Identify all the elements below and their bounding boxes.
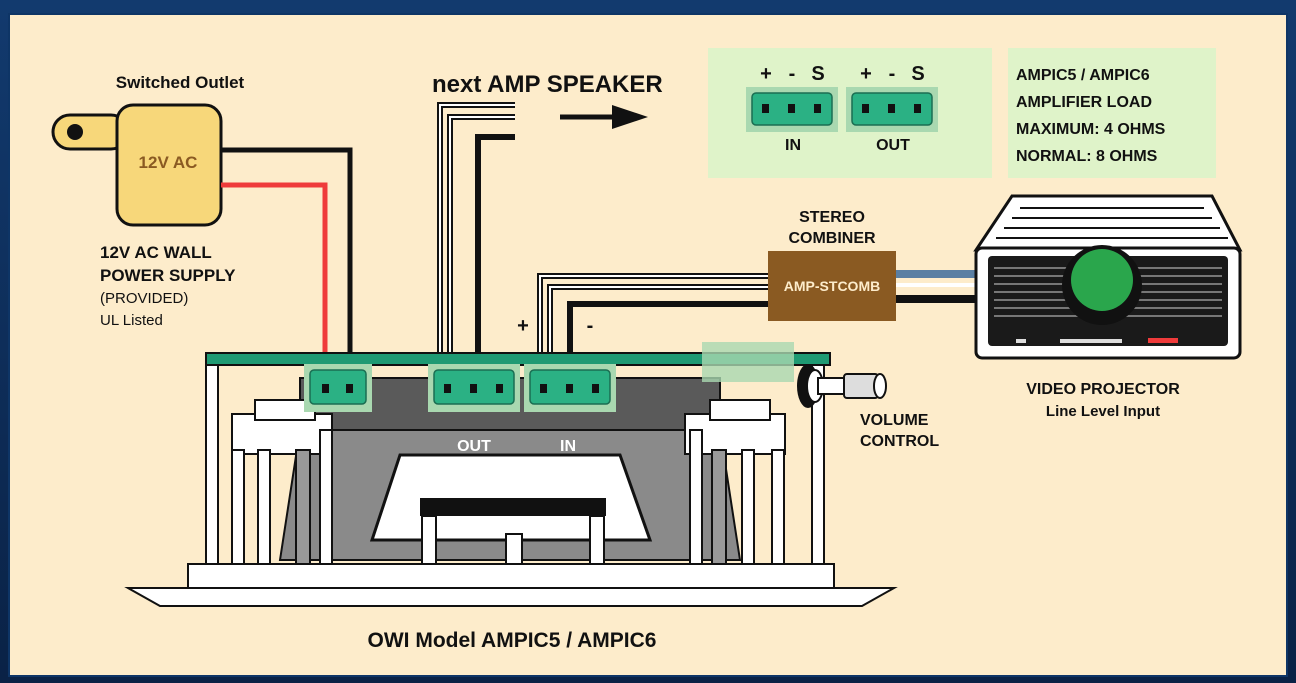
combiner-title-line2: COMBINER — [788, 230, 876, 247]
terminal-symbol-5: - — [889, 63, 896, 85]
power-wire-black — [221, 147, 353, 390]
board-highlight — [702, 342, 794, 382]
terminal-symbol-6: S — [911, 63, 924, 85]
power-adapter — [115, 103, 223, 227]
projector-top — [973, 194, 1243, 252]
right-clamp-top — [709, 399, 771, 421]
volume-knob-end — [873, 373, 887, 399]
combiner-wiring: AMP-STCOMB STEREO COMBINER + - — [517, 209, 980, 390]
next-arrow-head — [612, 105, 648, 129]
next-amp-speaker: next AMP SPEAKER — [432, 71, 663, 390]
volume-control[interactable] — [797, 364, 887, 408]
outlet-label: Switched Outlet — [116, 73, 245, 92]
load-info-line2: AMPLIFIER LOAD — [1016, 94, 1152, 111]
next-speaker-label: next AMP SPEAKER — [432, 71, 663, 98]
projector-lens — [1071, 249, 1133, 311]
bottom-post — [589, 515, 605, 567]
model-caption: OWI Model AMPIC5 / AMPIC6 — [368, 629, 657, 652]
right-post — [741, 449, 755, 569]
terminal-symbol-1: + — [760, 63, 772, 85]
legend-out-pin — [914, 104, 921, 113]
out-terminal-pin — [444, 384, 451, 393]
legend-out-label: OUT — [876, 137, 910, 154]
in-terminal-pin — [592, 384, 599, 393]
load-info-bg — [1008, 48, 1216, 178]
power-terminal-pin — [322, 384, 329, 393]
next-wire-black — [475, 134, 515, 390]
in-terminal-pin — [540, 384, 547, 393]
adapter-label: 12V AC — [139, 153, 198, 172]
projector-status-leds — [1060, 339, 1122, 343]
terminal-symbol-4: + — [860, 63, 872, 85]
legend-in-label: IN — [785, 137, 801, 154]
bottom-post — [505, 533, 523, 567]
stereo-combiner-box — [768, 251, 896, 321]
load-info-line3: MAXIMUM: 4 OHMS — [1016, 121, 1166, 138]
volume-label-line1: VOLUME — [860, 412, 929, 429]
legend-in-pin — [762, 104, 769, 113]
video-projector: VIDEO PROJECTOR Line Level Input — [973, 194, 1243, 420]
right-post — [689, 429, 703, 569]
polarity-plus: + — [517, 315, 529, 337]
bottom-post — [421, 515, 437, 567]
volume-knob-cap — [843, 373, 879, 399]
plug-hole — [67, 124, 83, 140]
supply-title-line1: 12V AC WALL — [100, 243, 212, 262]
left-post — [231, 449, 245, 569]
power-wire-red — [221, 182, 328, 390]
next-wire-white-inner-fill — [449, 116, 515, 390]
supply-provided: (PROVIDED) — [100, 290, 188, 307]
combiner-title-line1: STEREO — [799, 209, 865, 226]
left-post — [205, 361, 219, 568]
projector-red-indicator — [1148, 338, 1178, 343]
projector-subtitle: Line Level Input — [1046, 403, 1160, 420]
speaker-magnet — [369, 453, 653, 542]
supply-listing: UL Listed — [100, 312, 163, 329]
speaker-base — [187, 563, 835, 589]
legend-in-pin — [788, 104, 795, 113]
power-terminal-pin — [346, 384, 353, 393]
amp-speaker-assembly: OUT IN VOLUME CONTROL OWI Model AMPIC5 /… — [124, 342, 939, 652]
speaker-in-label: IN — [560, 438, 576, 455]
power-terminal — [309, 369, 367, 405]
legend-out-pin — [862, 104, 869, 113]
supply-title-line2: POWER SUPPLY — [100, 266, 236, 285]
terminal-symbol-3: S — [811, 63, 824, 85]
speaker-out-label: OUT — [457, 438, 491, 455]
volume-label-line2: CONTROL — [860, 433, 939, 450]
load-info-line1: AMPIC5 / AMPIC6 — [1016, 67, 1150, 84]
speaker-magnet-inner — [420, 498, 606, 516]
load-info-line4: NORMAL: 8 OHMS — [1016, 148, 1158, 165]
legend-in-pin — [814, 104, 821, 113]
out-terminal-pin — [496, 384, 503, 393]
terminal-symbol-2: - — [789, 63, 796, 85]
left-post — [319, 429, 333, 569]
combiner-model: AMP-STCOMB — [784, 278, 880, 294]
projector-title: VIDEO PROJECTOR — [1026, 381, 1180, 398]
right-screw — [711, 449, 727, 569]
power-supply: Switched Outlet 12V AC 12V AC WALL POWER… — [51, 73, 353, 390]
polarity-minus: - — [587, 315, 594, 337]
left-screw — [295, 449, 311, 569]
projector-power-led — [1016, 339, 1026, 343]
terminal-legend: + - S + - S IN OUT — [708, 48, 992, 178]
left-post — [257, 449, 271, 569]
legend-out-pin — [888, 104, 895, 113]
in-terminal-pin — [566, 384, 573, 393]
load-info: AMPIC5 / AMPIC6 AMPLIFIER LOAD MAXIMUM: … — [1008, 48, 1216, 178]
right-post — [771, 449, 785, 569]
speaker-grille-flange — [124, 587, 898, 607]
next-wire-white-outer-fill — [439, 104, 515, 390]
out-terminal-pin — [470, 384, 477, 393]
